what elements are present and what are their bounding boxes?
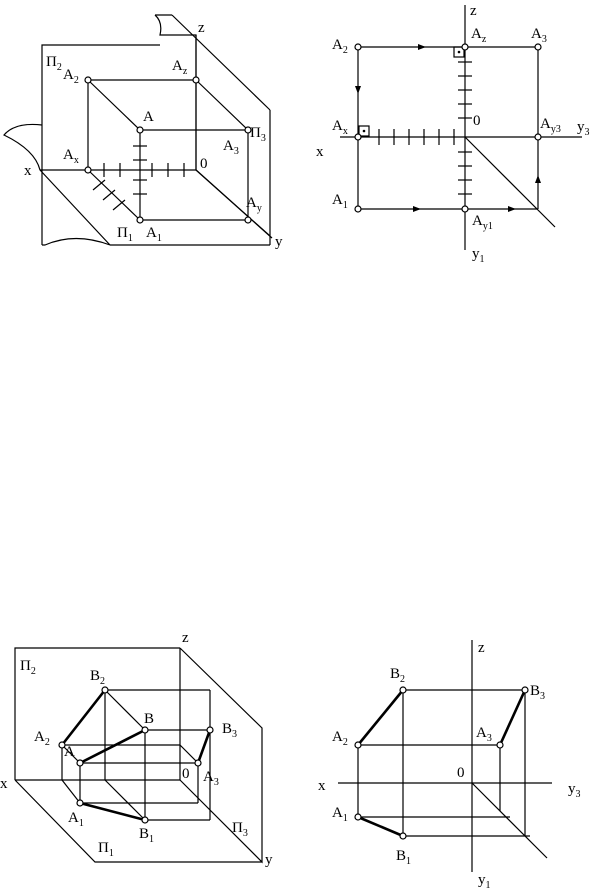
constant-line [471,782,548,859]
label-origin: 0 [200,156,208,172]
point-ax [84,166,92,174]
point-az [461,43,469,51]
label-point-a3: A3 [203,769,219,788]
point-a3 [496,741,504,749]
label-axis-x: x [316,144,324,160]
label-axis-y: y [275,234,283,250]
label-point-az: Az [172,58,188,77]
point-a [76,759,84,767]
label-point-a1: A1 [332,805,348,824]
label-point-b1: B1 [396,848,411,867]
label-point-b2: B2 [90,668,105,687]
point-ay3 [534,133,542,141]
label-point-a3: A3 [531,26,547,45]
label-plane-p1: Π1 [117,225,133,244]
label-point-a1: A1 [68,810,84,829]
label-point-a1: A1 [332,192,348,211]
point-a1 [136,216,144,224]
point-ax [354,133,362,141]
label-axis-x: x [24,163,32,179]
label-axis-z: z [198,20,205,36]
label-point-b1: B1 [139,826,154,845]
label-axis-x: x [0,776,8,792]
label-point-b2: B2 [390,666,405,685]
label-point-ax: Ax [332,118,348,137]
segment-projections [356,689,527,838]
point-a1 [354,813,362,821]
point-b3 [521,686,529,694]
point-a2 [58,741,66,749]
label-point-a2: A2 [332,729,348,748]
label-axis-y: y [265,852,273,868]
label-origin: 0 [457,765,465,781]
label-axis-y3: y3 [568,781,581,800]
point-b1 [399,832,407,840]
label-plane-p2: Π2 [20,658,36,677]
point-a2 [354,741,362,749]
point-az [192,76,200,84]
label-point-a: A [64,744,75,760]
point-a2 [354,43,362,51]
plane-p2-outline [14,647,180,780]
label-axis-y3: y3 [577,119,590,138]
label-point-ax: Ax [63,147,79,166]
plane-p3-outline [179,647,263,864]
figure-1-axonometric-point: Π2 Π3 Π1 x y z 0 A A2 Az A3 Ax Ay A1 [3,14,283,250]
label-point-a3: A3 [223,138,239,157]
label-point-a: A [143,109,154,125]
plane-p1-outline [14,779,262,863]
x-axis-ticks [378,61,472,195]
point-b3 [206,726,214,734]
label-axis-z: z [478,640,485,656]
plane-p2-outline [41,44,160,170]
label-axis-y1: y1 [472,246,485,265]
label-plane-p3: Π3 [232,820,248,839]
point-ay1 [461,205,469,213]
label-point-a2: A2 [34,729,50,748]
label-point-ay: Ay [246,195,262,214]
point-b2 [101,686,109,694]
label-plane-p2: Π2 [46,54,62,73]
label-point-a3: A3 [476,725,492,744]
label-axis-x: x [318,778,326,794]
constant-line [464,136,556,228]
figure-4-epure-segment: z x y3 y1 0 B2 B3 A2 A3 A1 B1 [318,640,581,891]
point-a2 [84,76,92,84]
point-b2 [399,686,407,694]
figure-2-epure-point: x z y3 y1 0 A2 Az A3 Ax Ay3 A1 Ay1 [316,3,590,265]
point-a [136,126,144,134]
point-a1 [76,799,84,807]
point-a3 [244,126,252,134]
label-axis-z: z [470,3,477,19]
label-point-az: Az [471,26,487,45]
label-point-a1: A1 [146,225,162,244]
figure-3-axonometric-segment: Π2 Π3 Π1 x y z 0 B2 B B3 A2 A A3 A1 B1 [0,630,273,868]
x-axis-ticks [92,145,185,211]
label-axis-z: z [182,630,189,646]
axis-y-line [195,169,273,239]
point-ay [244,216,252,224]
point-a3 [534,43,542,51]
label-point-ay3: Ay3 [540,116,561,135]
label-point-a2: A2 [332,37,348,56]
label-axis-y1: y1 [478,872,491,891]
label-point-b: B [144,711,154,727]
label-point-b3: B3 [530,683,545,702]
label-origin: 0 [473,113,481,129]
plane-p1-outline [3,123,111,246]
label-point-a2: A2 [63,67,79,86]
point-a3 [194,759,202,767]
point-a1 [354,205,362,213]
point-b1 [141,816,149,824]
label-plane-p1: Π1 [98,840,114,859]
label-origin: 0 [182,766,190,782]
point-b [141,726,149,734]
label-plane-p3: Π3 [250,125,266,144]
label-point-ay1: Ay1 [472,213,493,232]
label-point-b3: B3 [222,721,237,740]
segment-projections [60,689,212,822]
plane-p3-outline [154,14,271,237]
